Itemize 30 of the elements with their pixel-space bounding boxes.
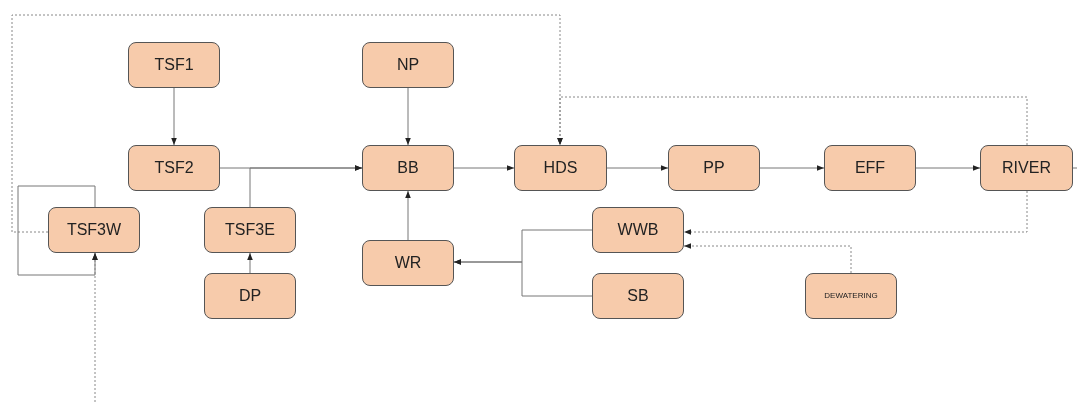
process-box: SB (592, 273, 684, 319)
arrow (453, 259, 593, 297)
process-box: WR (362, 240, 454, 286)
dashed-arrow (683, 243, 852, 274)
process-box: TSF2 (128, 145, 220, 191)
arrow (453, 165, 515, 171)
process-box: EFF (824, 145, 916, 191)
process-box: BB (362, 145, 454, 191)
process-box: HDS (514, 145, 607, 191)
process-box: TSF3E (204, 207, 296, 253)
process-box: WWB (592, 207, 684, 253)
arrow (171, 87, 177, 146)
arrow (249, 165, 363, 208)
process-box: DEWATERING (805, 273, 897, 319)
arrow (915, 165, 981, 171)
dashed-arrow (11, 14, 563, 233)
process-box: DP (204, 273, 296, 319)
arrow (405, 87, 411, 146)
arrow (17, 185, 98, 276)
process-box: NP (362, 42, 454, 88)
process-box: PP (668, 145, 760, 191)
process-box: TSF3W (48, 207, 140, 253)
arrow (759, 165, 825, 171)
process-box: TSF1 (128, 42, 220, 88)
arrow (247, 252, 253, 274)
dashed-arrow (92, 252, 98, 402)
dashed-arrow (683, 190, 1028, 235)
process-box: RIVER (980, 145, 1073, 191)
arrow (606, 165, 669, 171)
arrow (405, 190, 411, 241)
